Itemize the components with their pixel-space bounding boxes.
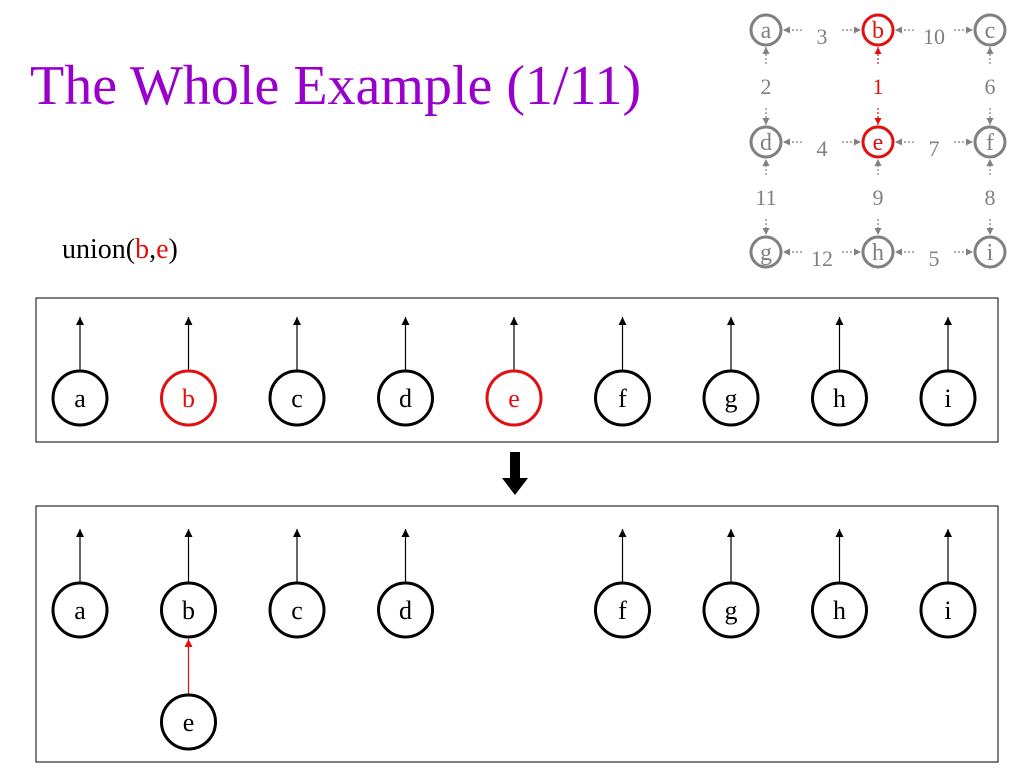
forest-node-label: c xyxy=(291,596,303,625)
graph-node-f: f xyxy=(973,125,1007,159)
edge-weight: 8 xyxy=(985,185,996,210)
edge-weight: 11 xyxy=(755,185,776,210)
operation-arg2: e xyxy=(156,234,169,265)
forest-node-label: e xyxy=(183,708,195,737)
graph-node-c: c xyxy=(973,13,1007,47)
forest-node-e: e xyxy=(485,317,543,427)
graph-edge-bc: 10 xyxy=(895,24,973,49)
forest-node-label: f xyxy=(618,596,627,625)
graph-node-d: d xyxy=(749,125,783,159)
edge-weight: 9 xyxy=(873,185,884,210)
graph-node-label: e xyxy=(873,130,884,156)
forest-node-g: g xyxy=(702,317,760,427)
edge-weight: 10 xyxy=(923,24,945,49)
graph-edge-de: 4 xyxy=(783,136,861,161)
forest-node-g: g xyxy=(702,529,760,639)
forest-node-label: a xyxy=(74,596,86,625)
forest-node-e: e xyxy=(160,693,217,751)
forest-node-label: h xyxy=(833,384,846,413)
forest-node-i: i xyxy=(919,317,977,427)
edge-weight: 3 xyxy=(817,24,828,49)
before-panel xyxy=(35,297,999,443)
edge-weight: 1 xyxy=(873,74,884,99)
graph-node-e: e xyxy=(861,125,895,159)
edge-weight: 5 xyxy=(929,246,940,271)
graph-node-label: g xyxy=(760,240,772,266)
mini-graph: 3 10 2 1 6 4 7 11 9 8 12 5 a b c d e f g h i xyxy=(749,13,1007,271)
graph-node-a: a xyxy=(749,13,783,47)
operation-arg1: b xyxy=(135,234,150,265)
graph-edge-eh: 9 xyxy=(873,159,884,235)
graph-node-label: b xyxy=(872,18,884,44)
edge-weight: 2 xyxy=(761,74,772,99)
graph-node-label: c xyxy=(985,18,996,44)
operation-close: ) xyxy=(168,234,178,265)
graph-node-b: b xyxy=(861,13,895,47)
before-forest: a b c d e f g h i xyxy=(51,317,977,427)
forest-node-a: a xyxy=(51,317,109,427)
operation-sep: , xyxy=(149,234,157,265)
graph-edge-ab: 3 xyxy=(783,24,861,49)
graph-edge-hi: 5 xyxy=(895,246,973,271)
forest-node-h: h xyxy=(811,317,868,427)
forest-node-b: b xyxy=(160,529,217,639)
graph-edge-ad: 2 xyxy=(761,47,772,125)
graph-edge-ef: 7 xyxy=(895,136,973,161)
forest-node-f: f xyxy=(594,529,651,639)
forest-node-label: b xyxy=(182,596,195,625)
edge-weight: 7 xyxy=(929,136,940,161)
forest-node-label: d xyxy=(399,596,412,625)
graph-edge-fi: 8 xyxy=(985,159,996,235)
forest-node-label: e xyxy=(508,384,520,413)
forest-node-label: b xyxy=(182,384,195,413)
down-arrow-icon xyxy=(502,452,528,495)
graph-node-label: a xyxy=(761,18,772,44)
graph-node-label: h xyxy=(872,240,884,266)
forest-node-d: d xyxy=(377,317,434,427)
graph-node-label: f xyxy=(986,130,994,156)
forest-node-label: i xyxy=(944,384,951,413)
forest-node-b: b xyxy=(160,317,217,427)
operation-func: union( xyxy=(62,234,136,265)
graph-edge-gh: 12 xyxy=(783,246,861,271)
forest-node-c: c xyxy=(268,529,326,639)
forest-node-label: h xyxy=(833,596,846,625)
forest-node-h: h xyxy=(811,529,868,639)
graph-node-h: h xyxy=(861,235,895,269)
forest-node-f: f xyxy=(594,317,651,427)
forest-node-label: g xyxy=(725,384,738,413)
forest-node-c: c xyxy=(268,317,326,427)
graph-node-label: d xyxy=(760,130,772,156)
graph-node-g: g xyxy=(749,235,783,269)
slide-title: The Whole Example (1/11) xyxy=(30,55,642,117)
edge-weight: 12 xyxy=(811,246,833,271)
edge-weight: 6 xyxy=(985,74,996,99)
operation-label: union(b,e) xyxy=(62,236,178,264)
edge-weight: 4 xyxy=(817,136,828,161)
graph-node-label: i xyxy=(987,240,994,266)
forest-node-i: i xyxy=(919,529,977,639)
graph-edge-dg: 11 xyxy=(755,159,777,235)
forest-node-label: a xyxy=(74,384,86,413)
forest-node-label: d xyxy=(399,384,412,413)
graph-edge-be: 1 xyxy=(873,47,884,125)
forest-node-label: c xyxy=(291,384,303,413)
forest-node-d: d xyxy=(377,529,434,639)
after-forest: a b c d f g h i e xyxy=(51,529,977,751)
after-panel xyxy=(35,505,999,763)
graph-node-i: i xyxy=(973,235,1007,269)
forest-node-label: g xyxy=(725,596,738,625)
forest-node-label: f xyxy=(618,384,627,413)
forest-node-label: i xyxy=(944,596,951,625)
graph-edge-cf: 6 xyxy=(985,47,996,125)
forest-node-a: a xyxy=(51,529,109,639)
